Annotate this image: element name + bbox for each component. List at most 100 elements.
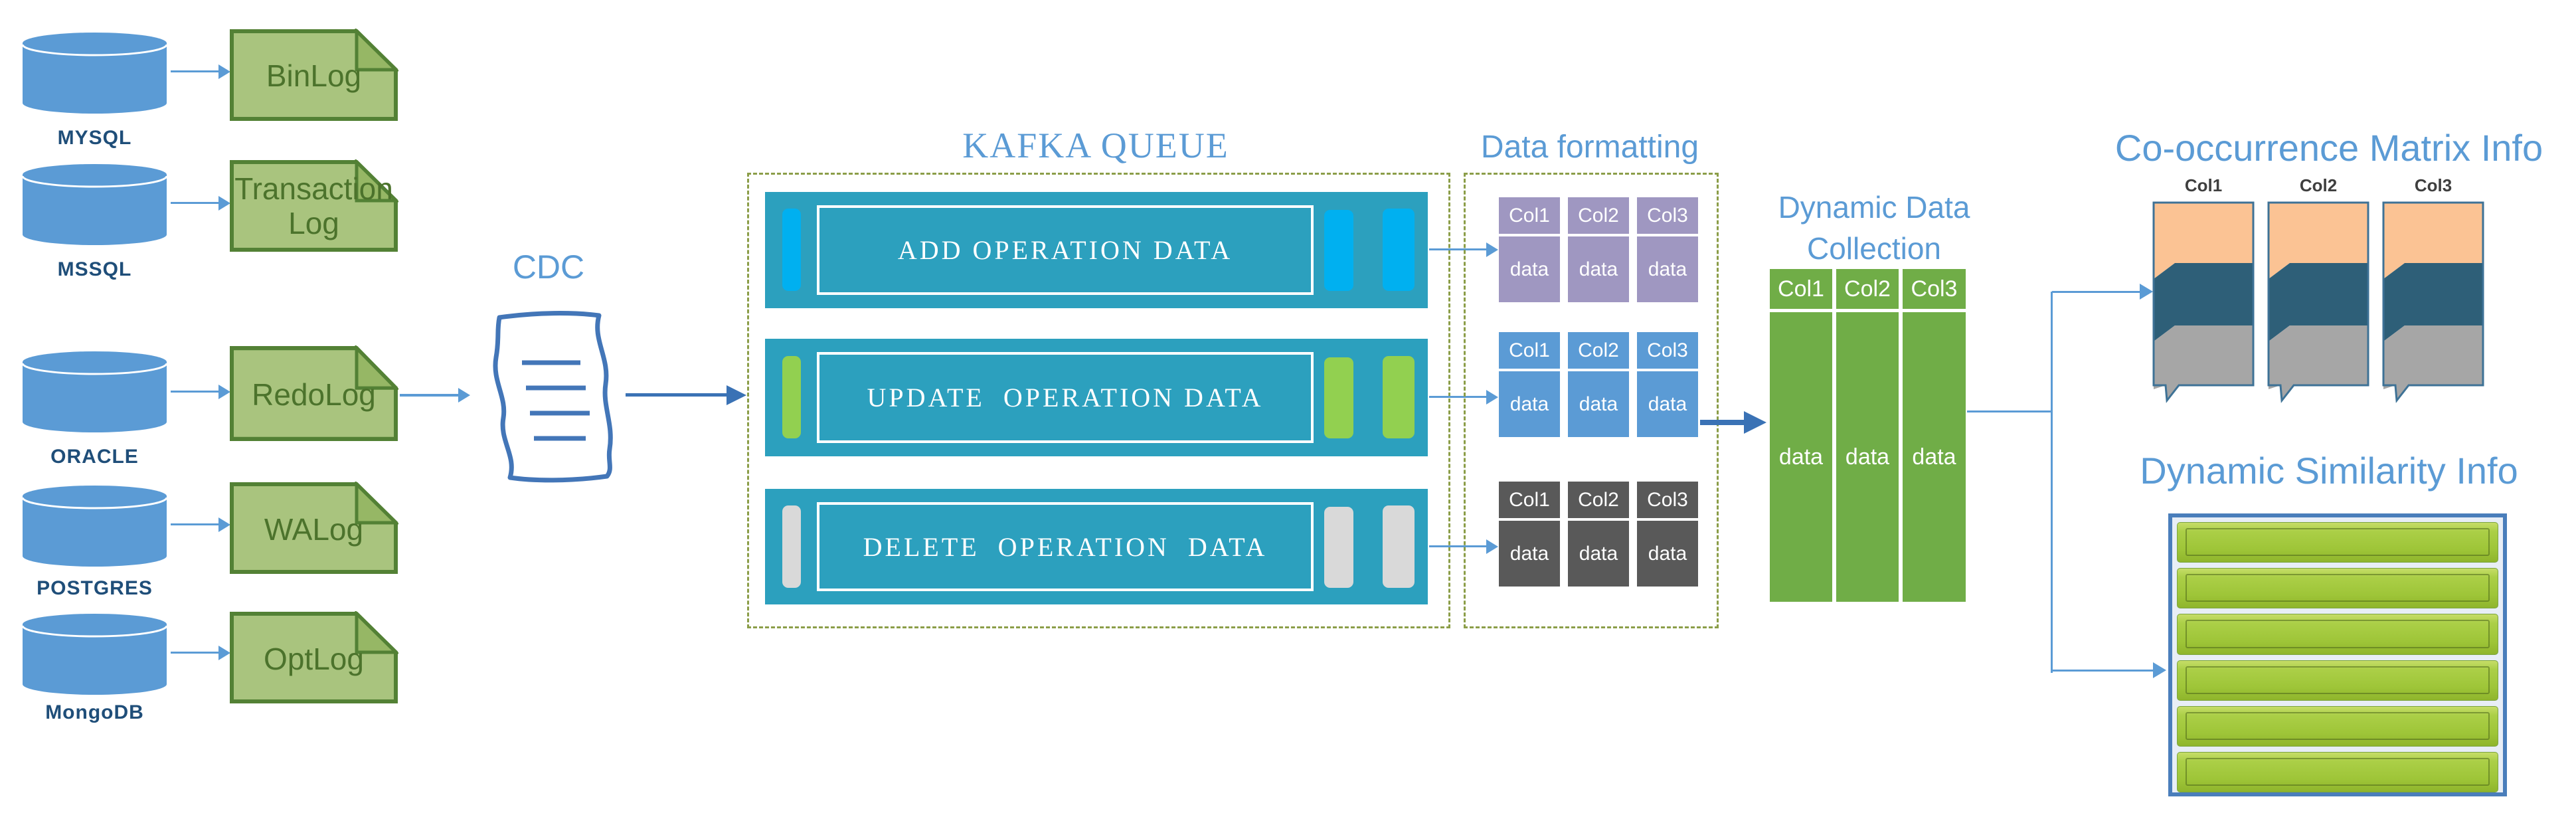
matrix-column-header: Col2 (2299, 175, 2338, 195)
formatting-table-add-col2: Col2 data (1568, 197, 1629, 302)
connector-line (2051, 292, 2053, 673)
log-document-icon (230, 29, 398, 121)
arrow (171, 652, 218, 654)
arrow-head-icon (1744, 411, 1766, 434)
log-document-icon (230, 482, 398, 574)
formatting-table-delete-col2: Col2 data (1568, 482, 1629, 587)
database-cylinder-icon (21, 486, 168, 567)
log-document-icon (230, 345, 398, 441)
operation-label: UPDATE OPERATION DATA (867, 383, 1264, 412)
arrow (171, 523, 218, 525)
operation-label-box: UPDATE OPERATION DATA (817, 352, 1314, 443)
collection-table-col1: Col1 data (1770, 269, 1832, 602)
log-document-icon (230, 611, 398, 703)
matrix-ribbon-column-icon (2152, 201, 2255, 403)
kafka-row-update: UPDATE OPERATION DATA (765, 339, 1428, 456)
column-header: Col1 (1499, 482, 1560, 521)
similarity-bar-icon (2177, 568, 2498, 609)
cdc-document-icon (493, 311, 613, 483)
database-cylinder-icon (21, 614, 168, 695)
formatting-table-add-col1: Col1 data (1499, 197, 1560, 302)
log-label-transaction-log: Transaction Log (234, 171, 393, 240)
arrow-head-icon (458, 388, 470, 403)
arrow-head-icon (1486, 539, 1498, 554)
message-bar-icon (1324, 507, 1353, 588)
similarity-bar-icon (2177, 522, 2498, 563)
operation-label-box: DELETE OPERATION DATA (817, 502, 1314, 591)
data-formatting-title: Data formatting (1480, 129, 1699, 165)
message-bar-icon (1383, 356, 1415, 438)
database-cylinder-icon (21, 33, 168, 114)
matrix-column-header: Col3 (2414, 175, 2452, 195)
column-header: Col3 (1637, 197, 1698, 236)
similarity-list-box (2168, 513, 2507, 796)
column-header: Col1 (1499, 332, 1560, 371)
matrix-column-header: Col1 (2184, 175, 2223, 195)
kafka-row-delete: DELETE OPERATION DATA (765, 489, 1428, 604)
formatting-table-update-col3: Col3 data (1637, 332, 1698, 437)
data-cell: data (1579, 542, 1618, 565)
log-document-icon (230, 159, 398, 252)
connector-line (2052, 670, 2153, 672)
formatting-table-update-col2: Col2 data (1568, 332, 1629, 437)
cooccurrence-title: Co-occurrence Matrix Info (2114, 126, 2543, 169)
column-header: Col2 (1568, 197, 1629, 236)
data-cell: data (1579, 393, 1618, 415)
cdc-title: CDC (512, 248, 585, 286)
formatting-table-update-col1: Col1 data (1499, 332, 1560, 437)
formatting-table-add-col3: Col3 data (1637, 197, 1698, 302)
db-label-mysql: MYSQL (57, 127, 132, 149)
db-label-oracle: ORACLE (50, 446, 139, 468)
connector-line (2052, 291, 2140, 293)
message-bar-icon (782, 356, 801, 438)
collection-table-col3: Col3 data (1903, 269, 1966, 602)
data-cell: data (1509, 258, 1549, 280)
kafka-queue-title: KAFKA QUEUE (962, 126, 1229, 165)
similarity-bar-icon (2177, 614, 2498, 655)
log-label-walog: WALog (264, 512, 364, 547)
arrow (1429, 248, 1486, 250)
data-cell: data (1778, 444, 1824, 470)
database-cylinder-icon (21, 164, 168, 245)
message-bar-icon (1324, 357, 1353, 438)
similarity-bar-icon (2177, 660, 2498, 701)
data-cell: data (1648, 393, 1687, 415)
collection-title-line1: Dynamic Data (1778, 190, 1970, 225)
data-cell: data (1509, 542, 1549, 565)
message-bar-icon (1383, 505, 1415, 588)
kafka-queue-group-box (747, 173, 1450, 628)
arrow-head-icon (218, 646, 230, 660)
db-label-postgres: POSTGRES (37, 577, 153, 599)
kafka-row-add: ADD OPERATION DATA (765, 192, 1428, 308)
collection-title-line2: Collection (1807, 231, 1941, 266)
arrow-head-icon (218, 196, 230, 211)
data-cell: data (1579, 258, 1618, 280)
arrow-head-icon (2153, 662, 2166, 678)
arrow (1429, 545, 1486, 547)
matrix-ribbon-column-icon (2382, 201, 2484, 403)
column-header: Col2 (1568, 332, 1629, 371)
db-label-mssql: MSSQL (57, 258, 132, 280)
arrow (626, 393, 727, 397)
similarity-bar-icon (2177, 751, 2498, 793)
similarity-title: Dynamic Similarity Info (2140, 449, 2518, 492)
column-header: Col3 (1637, 482, 1698, 521)
formatting-table-delete-col3: Col3 data (1637, 482, 1698, 587)
formatting-table-delete-col1: Col1 data (1499, 482, 1560, 587)
log-label-optlog: OptLog (264, 642, 364, 677)
operation-label-box: ADD OPERATION DATA (817, 205, 1314, 295)
column-header: Col1 (1499, 197, 1560, 236)
arrow (1429, 396, 1486, 398)
column-header: Col2 (1568, 482, 1629, 521)
arrow-head-icon (1486, 390, 1498, 405)
column-header: Col3 (1637, 332, 1698, 371)
arrow (171, 70, 218, 72)
column-header: Col3 (1903, 269, 1966, 312)
message-bar-icon (1324, 210, 1353, 291)
column-header: Col1 (1770, 269, 1832, 312)
message-bar-icon (782, 505, 801, 588)
db-label-mongodb: MongoDB (45, 701, 144, 723)
operation-label: DELETE OPERATION DATA (863, 531, 1268, 562)
arrow (171, 202, 218, 204)
